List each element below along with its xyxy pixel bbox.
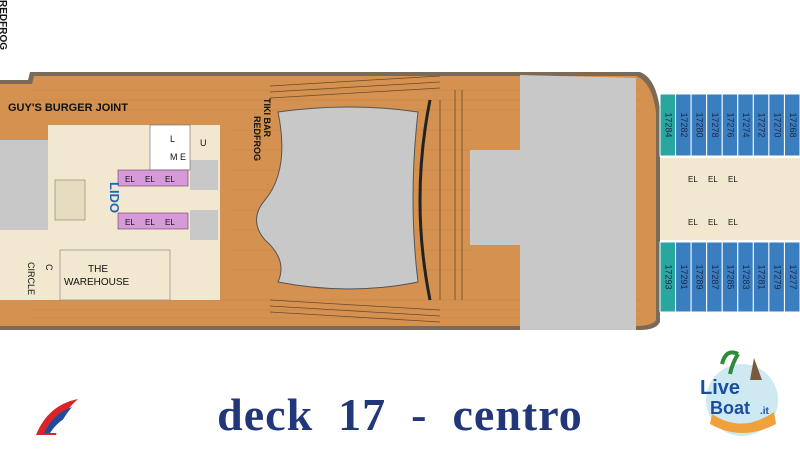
cabin-number: 17274 [741, 112, 751, 137]
liveboat-live: Live [700, 377, 740, 399]
label-redfrog: REDFROG [0, 0, 8, 50]
liveboat-suffix: .it [760, 406, 770, 417]
cabin-number: 17279 [772, 264, 782, 289]
label-tiki-bar: TIKI BAR [262, 98, 272, 137]
label-elevator: EL [688, 175, 698, 184]
cabin-number: 17291 [679, 264, 689, 289]
label-elevator: EL [708, 218, 718, 227]
label-elevator: EL [165, 218, 175, 227]
cabin-number: 17278 [710, 112, 720, 137]
label-e: E [180, 152, 186, 162]
forward-lobby [660, 158, 800, 240]
restrooms [149, 124, 191, 171]
cabin-number: 17281 [757, 264, 767, 289]
label-elevator: EL [688, 218, 698, 227]
cabin-17268 [783, 93, 800, 157]
label-m: M [170, 152, 178, 162]
carnival-logo [36, 399, 78, 435]
cabin-number: 17293 [663, 264, 673, 289]
cabin-number: 17284 [663, 112, 673, 137]
cabin-number: 17289 [695, 264, 705, 289]
label-redfrog: REDFROG [252, 116, 262, 161]
liveboat-logo: Live Boat .it [700, 350, 778, 436]
service-block-2 [190, 210, 218, 240]
cabin-number: 17287 [710, 264, 720, 289]
label-l: L [170, 134, 175, 144]
cabin-number: 17283 [741, 264, 751, 289]
cabin-17277 [783, 241, 800, 313]
aft-service-area [0, 140, 48, 240]
cabin-number: 17277 [788, 264, 798, 289]
circle-c-area [0, 230, 58, 300]
label-u: U [200, 138, 207, 148]
liveboat-boat: Boat [710, 398, 750, 418]
label-elevator: EL [728, 175, 738, 184]
label-elevator: EL [708, 175, 718, 184]
cabin-number: 17272 [757, 112, 767, 137]
label-circle-c: C [44, 264, 54, 271]
label-elevator: EL [125, 175, 135, 184]
label-guys-burger-joint: GUY'S BURGER JOINT [8, 102, 128, 114]
label-elevator: EL [728, 218, 738, 227]
label-lido: LIDO [107, 182, 122, 213]
cabin-number: 17268 [788, 112, 798, 137]
atrium-railing [418, 99, 432, 301]
label-elevator: EL [145, 175, 155, 184]
service-block-1 [190, 160, 218, 190]
cabins-row-top: 17284 17282 17280 17278 17276 17274 17272 17270… [659, 93, 800, 157]
cabin-number: 17282 [679, 112, 689, 137]
label-the: THE [88, 264, 108, 275]
forward-service-block [470, 75, 636, 330]
cabin-number: 17276 [726, 112, 736, 137]
label-elevator: EL [125, 218, 135, 227]
deck-caption: deck 17 - centro [217, 389, 583, 440]
cabins-row-bottom: 17293 17291 17289 17287 17285 17283 17281 17279… [659, 241, 800, 313]
central-atrium-void [256, 106, 419, 290]
label-circle: CIRCLE [26, 262, 36, 295]
cabin-number: 17270 [772, 112, 782, 137]
label-warehouse: WAREHOUSE [64, 277, 130, 288]
warehouse-room [59, 249, 171, 301]
sun-loungers [269, 75, 463, 323]
cabin-number: 17285 [726, 264, 736, 289]
cabin-number: 17280 [695, 112, 705, 137]
lido-stairs [54, 179, 86, 221]
elevators-aft [117, 169, 189, 230]
label-elevator: EL [145, 218, 155, 227]
label-elevator: EL [165, 175, 175, 184]
